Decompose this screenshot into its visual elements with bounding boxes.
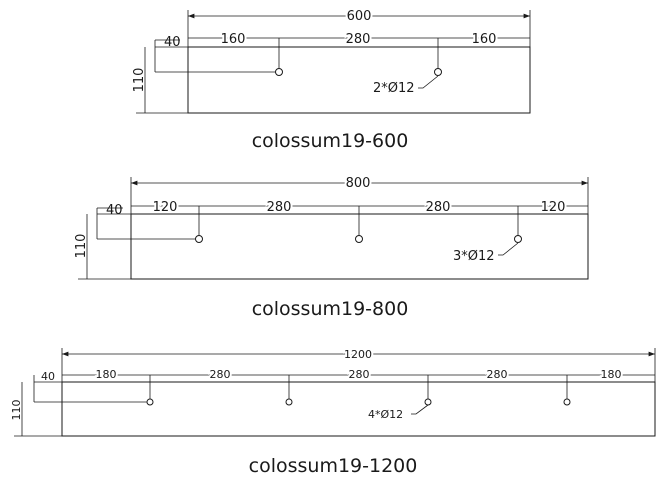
drawing-colossum19-800: 800 120 280 280 120 40 110 3*Ø12 colossu… (74, 174, 589, 320)
spacing-label: 180 (96, 368, 117, 381)
spacing-label: 160 (472, 32, 497, 47)
spacing-label: 280 (349, 368, 370, 381)
hole-callout: 2*Ø12 (373, 81, 415, 96)
spacing-label: 180 (601, 368, 622, 381)
width-label: 800 (346, 176, 371, 191)
spacing-label: 120 (153, 200, 178, 215)
hole-callout: 4*Ø12 (368, 408, 403, 421)
spacing-label: 280 (210, 368, 231, 381)
spacing-label: 280 (487, 368, 508, 381)
offset-label: 40 (41, 370, 55, 383)
mounting-hole (563, 398, 571, 406)
mounting-hole (285, 398, 293, 406)
mounting-hole (355, 235, 363, 243)
drawing-colossum19-1200: 1200 180 280 280 280 180 40 110 4*Ø12 co… (10, 346, 656, 477)
height-label: 110 (10, 400, 23, 421)
hole-callout: 3*Ø12 (453, 249, 495, 264)
drawing-caption: colossum19-600 (252, 130, 409, 152)
spacing-label: 280 (426, 200, 451, 215)
height-label: 110 (74, 234, 89, 259)
mounting-hole (275, 68, 283, 76)
spacing-label: 120 (541, 200, 566, 215)
drawing-caption: colossum19-1200 (249, 455, 418, 477)
mounting-hole (434, 68, 442, 76)
mounting-hole (195, 235, 203, 243)
width-label: 1200 (344, 348, 372, 361)
hole-callout-leader (498, 242, 519, 256)
mounting-hole (514, 235, 522, 243)
hole-callout-leader (411, 404, 429, 415)
spacing-label: 280 (346, 32, 371, 47)
offset-label: 40 (164, 35, 181, 50)
mounting-hole (146, 398, 154, 406)
spacing-label: 280 (267, 200, 292, 215)
drawing-caption: colossum19-800 (252, 298, 409, 320)
drawing-colossum19-600: 600 160 280 160 40 110 2*Ø12 colossum19-… (132, 7, 531, 152)
plate-outline (187, 46, 531, 114)
mounting-hole (424, 398, 432, 406)
plate-outline (61, 381, 656, 437)
hole-callout-leader (418, 75, 439, 89)
spacing-label: 160 (221, 32, 246, 47)
width-label: 600 (347, 9, 372, 24)
offset-label: 40 (106, 203, 123, 218)
height-label: 110 (132, 68, 147, 93)
plate-outline (130, 213, 589, 280)
